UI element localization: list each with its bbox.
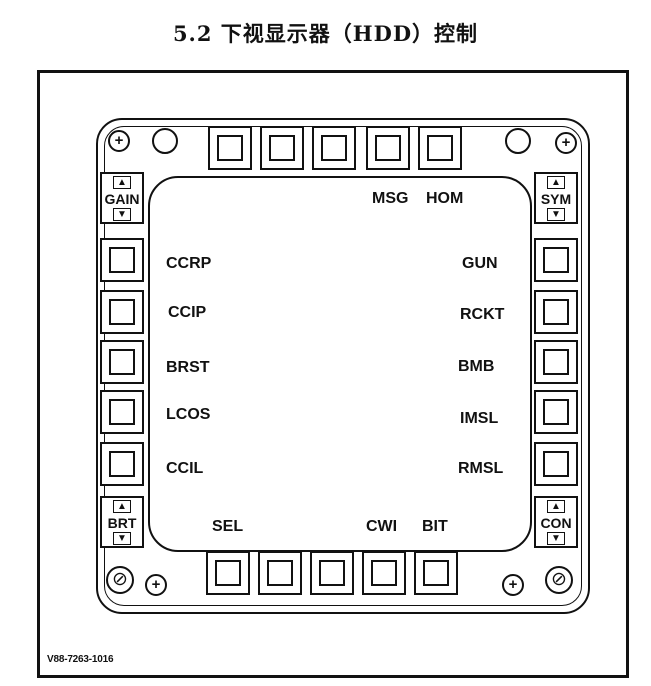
osb-face (371, 560, 397, 586)
osb-left-2[interactable] (100, 290, 144, 334)
bottom-right-screw-icon: + (502, 574, 524, 596)
osb-face (109, 247, 135, 273)
osb-left-4[interactable] (100, 390, 144, 434)
osb-face (543, 247, 569, 273)
brt-up-icon[interactable]: ▲ (113, 500, 131, 513)
gain-label: GAIN (104, 191, 140, 207)
osb-face (543, 299, 569, 325)
osb-face (215, 560, 241, 586)
screen-label-hom: HOM (426, 190, 464, 207)
top-left-screw-icon: + (108, 130, 130, 152)
screen-label-msg: MSG (372, 190, 409, 207)
osb-top-3[interactable] (312, 126, 356, 170)
screen-label-rckt: RCKT (460, 306, 505, 323)
screen-label-ccil: CCIL (166, 460, 204, 477)
osb-face (321, 135, 347, 161)
osb-face (543, 451, 569, 477)
osb-bottom-1[interactable] (206, 551, 250, 595)
gain-up-icon[interactable]: ▲ (113, 176, 131, 189)
con-down-icon[interactable]: ▼ (547, 532, 565, 545)
screen-label-lcos: LCOS (166, 406, 211, 423)
screen-label-sel: SEL (212, 518, 244, 535)
bottom-left-knob-icon[interactable]: ⊘ (106, 566, 134, 594)
gain-rocker[interactable]: ▲ GAIN ▼ (100, 172, 144, 224)
hdd-bezel (96, 118, 590, 614)
screen-label-imsl: IMSL (460, 410, 499, 427)
osb-left-1[interactable] (100, 238, 144, 282)
osb-face (109, 299, 135, 325)
gain-down-icon[interactable]: ▼ (113, 208, 131, 221)
figure-id: V88-7263-1016 (47, 654, 114, 665)
figure-caption: 5.2 下视显示器（HDD）控制 (172, 21, 479, 46)
osb-top-5[interactable] (418, 126, 462, 170)
osb-left-5[interactable] (100, 442, 144, 486)
brt-down-icon[interactable]: ▼ (113, 532, 131, 545)
osb-face (109, 349, 135, 375)
screen-label-rmsl: RMSL (458, 460, 504, 477)
osb-face (375, 135, 401, 161)
sym-down-icon[interactable]: ▼ (547, 208, 565, 221)
bottom-left-screw-icon: + (145, 574, 167, 596)
screen-label-gun: GUN (462, 255, 498, 272)
screen-label-bit: BIT (422, 518, 448, 535)
screen-label-brst: BRST (166, 359, 210, 376)
osb-top-2[interactable] (260, 126, 304, 170)
osb-face (109, 451, 135, 477)
screen-label-ccrp: CCRP (166, 255, 212, 272)
osb-face (319, 560, 345, 586)
osb-right-5[interactable] (534, 442, 578, 486)
sym-rocker[interactable]: ▲ SYM ▼ (534, 172, 578, 224)
top-right-screw-icon: + (555, 132, 577, 154)
osb-left-3[interactable] (100, 340, 144, 384)
top-right-indicator-icon (505, 128, 531, 154)
osb-face (267, 560, 293, 586)
osb-right-4[interactable] (534, 390, 578, 434)
osb-right-2[interactable] (534, 290, 578, 334)
screen-label-cwi: CWI (366, 518, 398, 535)
con-label: CON (540, 515, 572, 531)
osb-face (423, 560, 449, 586)
osb-bottom-5[interactable] (414, 551, 458, 595)
osb-right-3[interactable] (534, 340, 578, 384)
osb-face (543, 349, 569, 375)
osb-right-1[interactable] (534, 238, 578, 282)
sym-label: SYM (540, 191, 572, 207)
osb-face (217, 135, 243, 161)
osb-face (427, 135, 453, 161)
osb-top-1[interactable] (208, 126, 252, 170)
osb-bottom-4[interactable] (362, 551, 406, 595)
brt-label: BRT (107, 515, 137, 531)
osb-face (543, 399, 569, 425)
hdd-screen (148, 176, 532, 552)
brt-rocker[interactable]: ▲ BRT ▼ (100, 496, 144, 548)
screen-label-ccip: CCIP (168, 304, 207, 321)
screen-label-bmb: BMB (458, 358, 495, 375)
top-left-indicator-icon (152, 128, 178, 154)
con-rocker[interactable]: ▲ CON ▼ (534, 496, 578, 548)
osb-bottom-3[interactable] (310, 551, 354, 595)
con-up-icon[interactable]: ▲ (547, 500, 565, 513)
bottom-right-knob-icon[interactable]: ⊘ (545, 566, 573, 594)
osb-face (269, 135, 295, 161)
osb-top-4[interactable] (366, 126, 410, 170)
osb-bottom-2[interactable] (258, 551, 302, 595)
figure-frame (37, 70, 629, 678)
sym-up-icon[interactable]: ▲ (547, 176, 565, 189)
osb-face (109, 399, 135, 425)
